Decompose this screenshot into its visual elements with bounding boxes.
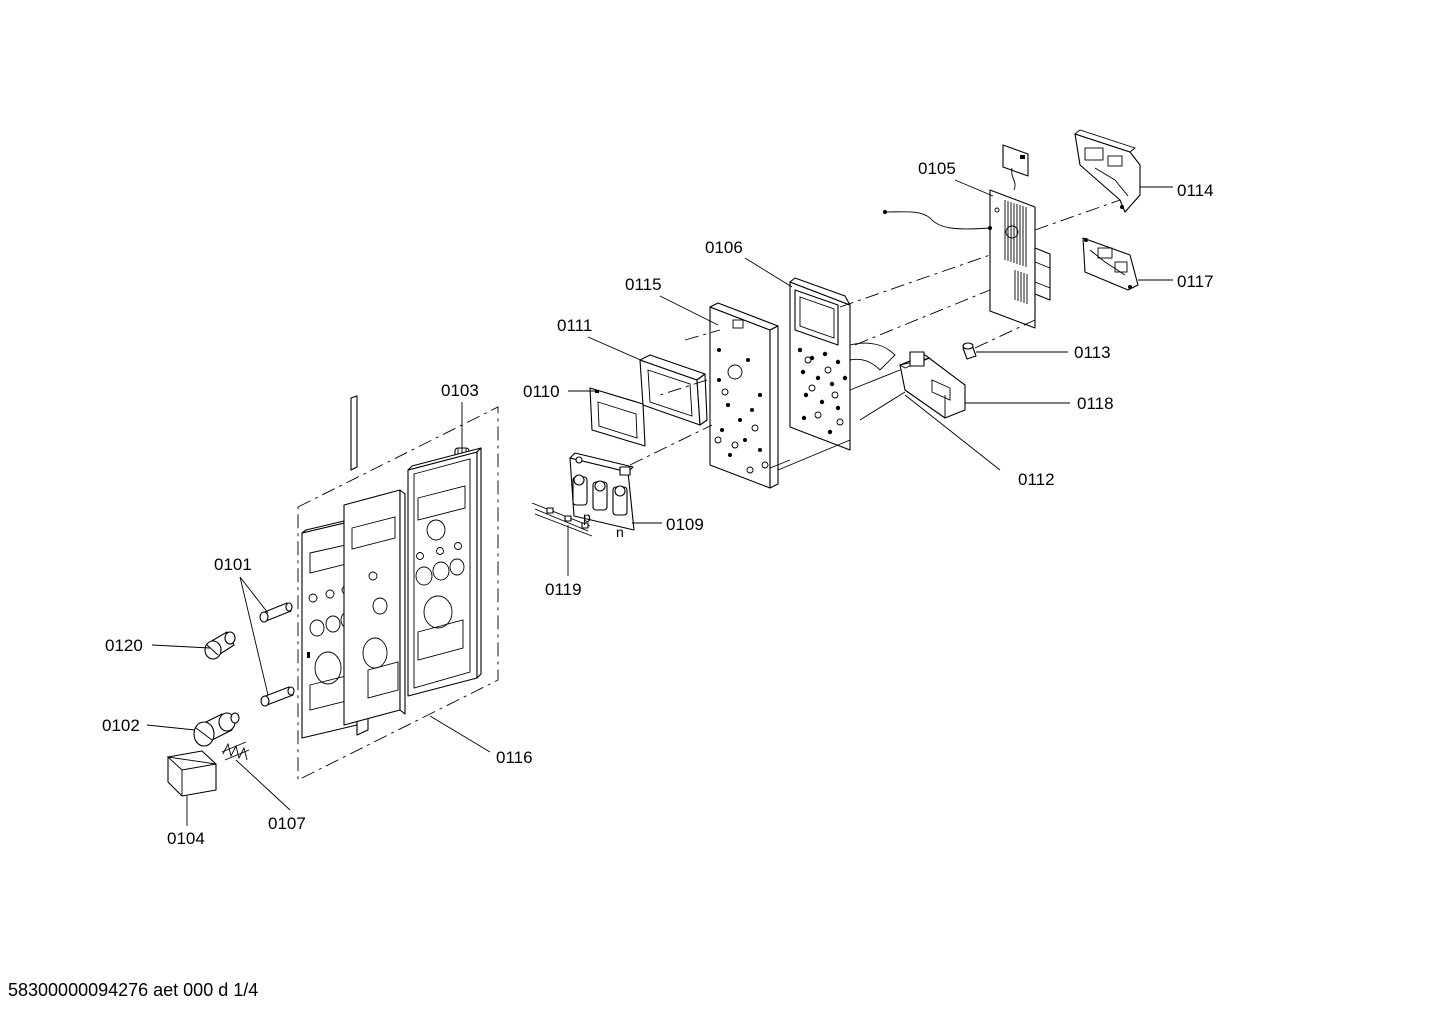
front-panel-middle (343, 489, 406, 726)
part-0101-shaft-upper (259, 602, 293, 623)
label-0120: 0120 (105, 636, 143, 655)
label-0117: 0117 (1177, 272, 1214, 291)
svg-text:n: n (616, 524, 624, 540)
label-0119: 0119 (545, 580, 582, 599)
label-0109: 0109 (666, 515, 704, 534)
label-0118: 0118 (1077, 394, 1114, 413)
part-0105-power-board (883, 144, 1051, 329)
label-0114: 0114 (1177, 181, 1214, 200)
strip-part (350, 395, 358, 471)
part-0106-pcb (789, 277, 896, 451)
label-0101: 0101 (214, 555, 252, 574)
svg-text:p: p (583, 509, 591, 525)
label-0112: 0112 (1018, 470, 1055, 489)
part-0113-cylinder (962, 342, 977, 360)
front-panel-frame (407, 447, 482, 697)
label-0105: 0105 (918, 159, 956, 178)
label-0115: 0115 (625, 275, 662, 294)
label-0106: 0106 (705, 238, 743, 257)
part-labels: 0101 0120 0102 0104 0107 0116 0103 0110 … (102, 159, 1214, 848)
part-0101-shaft-lower (260, 686, 295, 707)
part-0120-knob (204, 631, 236, 660)
label-0107: 0107 (268, 814, 306, 833)
label-0102: 0102 (102, 716, 140, 735)
part-0115-carrier-board (709, 302, 779, 489)
label-0113: 0113 (1074, 343, 1111, 362)
part-0117-bracket (1082, 237, 1139, 291)
part-0118-housing (898, 351, 966, 419)
leader-lines (146, 179, 1173, 826)
label-0111: 0111 (557, 316, 592, 335)
label-0104: 0104 (167, 829, 205, 848)
part-0114-bracket (1074, 129, 1141, 213)
part-0107-spring (221, 741, 250, 761)
part-0109-button-block: p n (569, 452, 635, 540)
drawing-number: 58300000094276 aet 000 d 1/4 (8, 980, 259, 1000)
part-0104-latch (166, 750, 217, 797)
part-0119-contact-strip (531, 502, 593, 537)
part-0102-knob (193, 712, 240, 747)
front-panel-assembly-boundary (297, 406, 499, 781)
alignment-lines (629, 199, 1121, 471)
part-0110-display-window (589, 387, 646, 447)
part-0111-display-frame (639, 354, 708, 426)
label-0110: 0110 (523, 382, 560, 401)
label-0116: 0116 (496, 748, 533, 767)
label-0103: 0103 (441, 381, 479, 400)
